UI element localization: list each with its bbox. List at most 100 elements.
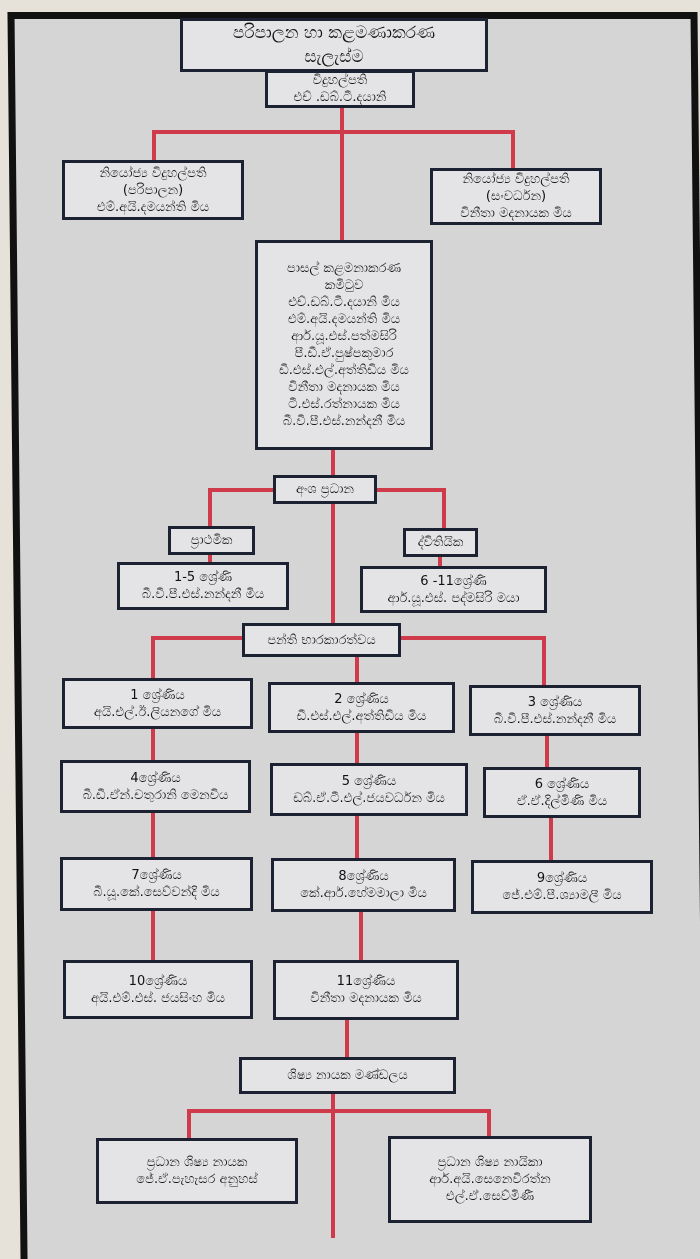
connector-line <box>340 106 344 242</box>
head-prefect-girl-box: ප්‍රධාන ශිෂ්‍ය නායිකා ආර්.අයි.සෙනෙවිරත්න එ… <box>388 1136 592 1223</box>
box-line: ඒ.ඒ.දිල්මිණි මිය <box>516 793 608 809</box>
box-line: සැලැස්ම <box>304 47 364 67</box>
box-heading: නියෝජ්‍ය විදුහල්පති <box>99 165 207 181</box>
primary-section-box: ප්‍රාථමික <box>168 526 255 555</box>
connector-line <box>487 1109 491 1138</box>
grades-6-11-box: 6 -11ශ්‍රේණිආර්.යූ.එස්. පද්මසිරි මයා <box>360 566 547 613</box>
box-heading: අංශ ප්‍රධාන <box>295 482 354 497</box>
box-heading: ප්‍රධාන ශිෂ්‍ය නායක <box>146 1155 248 1170</box>
connector-line <box>345 1017 349 1059</box>
connector-line <box>151 726 155 764</box>
box-heading: 7ශ්‍රේණිය <box>131 868 182 883</box>
grade-11-box: 11ශ්‍රේණිය විනීතා මදනායක මිය <box>273 960 459 1020</box>
connector-line <box>152 130 156 162</box>
box-heading: 2 ශ්‍රේණිය <box>334 691 389 707</box>
box-heading: 6 ශ්‍රේණිය <box>534 776 590 792</box>
connector-line <box>331 1092 335 1238</box>
deputy-principal-admin-box: නියෝජ්‍ය විදුහල්පති(පරිපාලන)එම්.අයි.දමයන… <box>62 160 244 220</box>
principal-box: විදුහල්පතිඑච් .ඩබ්.ටී.දයානි <box>265 70 415 108</box>
connector-line <box>187 1109 491 1113</box>
grade-7-box: 7ශ්‍රේණිය බී.යූ.කේ.සෙව්වන්දි මිය <box>60 857 253 911</box>
connector-line <box>542 636 546 686</box>
box-line: විනීතා මදනායක මිය <box>460 206 572 221</box>
connector-line <box>331 501 335 625</box>
box-heading: 10ශ්‍රේණිය <box>128 973 188 989</box>
box-line: පී.ඩී.ඒ.පුෂ්පකුමාර <box>294 346 394 361</box>
box-line: විනීතා මදනායක මිය <box>310 991 422 1006</box>
box-line: ඩබ්.ඒ.ටී.එල්.ජයවර්ධන මිය <box>293 790 445 806</box>
prefects-board-box: ශිෂ්‍ය නායක මණ්ඩලය <box>239 1057 456 1094</box>
head-prefect-boy-box: ප්‍රධාන ශිෂ්‍ය නායක ජේ.ඒ.පැහැසර අනුහස් <box>96 1138 298 1204</box>
box-heading: ප්‍රධාන ශිෂ්‍ය නායිකා <box>437 1155 543 1170</box>
connector-line <box>545 733 549 769</box>
box-heading: 1 ශ්‍රේණිය <box>130 687 185 703</box>
box-heading: 1-5 ශ්‍රේණි <box>173 570 233 585</box>
box-line: එල්.ඒ.සෙව්මිණී <box>445 1189 535 1204</box>
box-line: ආර්.අයි.සෙනෙවිරත්න <box>429 1172 551 1187</box>
connector-line <box>151 908 155 962</box>
box-line: ජේ.එම්.පී.ශ්‍යාමලී මිය <box>502 888 622 903</box>
connector-line <box>151 636 155 680</box>
box-heading: පන්ති භාරකාරත්වය <box>267 632 376 648</box>
box-heading: 11ශ්‍රේණිය <box>336 974 396 989</box>
box-line: ඩී.එස්.එල්.අත්තිඩිය මිය <box>279 363 409 378</box>
box-line: (සංවර්ධන) <box>485 189 547 204</box>
box-line: විනීතා මදනායක මිය <box>288 380 400 395</box>
section-heads-box: අංශ ප්‍රධාන <box>273 475 377 504</box>
box-heading: ද්විතියික <box>417 535 464 550</box>
box-line: අයි.එල්.ඊ.ලියනගේ මිය <box>93 704 222 720</box>
box-line: ආර්.යූ.එස්. පද්මසිරි මයා <box>387 590 520 606</box>
box-line: එම්.අයි.දමයන්ති මිය <box>96 199 210 215</box>
box-line: ආර්.යූ.එස්.පත්මසිරි <box>291 329 397 344</box>
connector-line <box>152 130 515 134</box>
box-line: ටී.එස්.රත්නායක මිය <box>288 397 400 412</box>
box-line: එම්.අයි.දමයන්ති මිය <box>287 312 401 327</box>
box-line: ජේ.ඒ.පැහැසර අනුහස් <box>136 1172 258 1187</box>
connector-line <box>208 488 212 528</box>
box-heading: 8ශ්‍රේණිය <box>338 869 389 884</box>
box-line: බී.යූ.කේ.සෙව්වන්දි මිය <box>93 885 220 900</box>
box-line: කමිටුව <box>324 278 364 293</box>
secondary-section-box: ද්විතියික <box>403 528 478 557</box>
box-heading: 5 ශ්‍රේණිය <box>341 773 397 789</box>
box-heading: 3 ශ්‍රේණිය <box>527 694 583 710</box>
box-line: බී.වී.පී.එස්.නන්දනී මිය <box>282 414 406 429</box>
box-heading: පරිපාලන හා කළමණාකරණ <box>232 23 436 43</box>
box-line: කේ.ආර්.හේමමාලා මිය <box>300 886 427 901</box>
connector-line <box>511 130 515 170</box>
connector-line <box>442 488 446 530</box>
box-line: බී.ඩී.ඒන්.චතුරානි මෙනවිය <box>82 787 229 803</box>
box-line: බී.වී.පී.එස්.නන්දනී මිය <box>141 587 265 602</box>
grade-8-box: 8ශ්‍රේණිය කේ.ආර්.හේමමාලා මිය <box>271 858 456 912</box>
box-line: එච් .ඩබ්.ටී.දයානි <box>293 90 387 105</box>
connector-line <box>355 731 359 765</box>
box-line: අයි.එම්.එස්. ජයසිංහ මිය <box>90 990 226 1006</box>
box-heading: 4ශ්‍රේණිය <box>130 770 181 786</box>
connector-line <box>208 552 212 564</box>
box-heading: ශිෂ්‍ය නායක මණ්ඩලය <box>287 1068 408 1083</box>
connector-line <box>549 815 553 862</box>
connector-line <box>438 554 442 568</box>
grades-1-5-box: 1-5 ශ්‍රේණි බී.වී.පී.එස්.නන්දනී මිය <box>117 562 289 610</box>
connector-line <box>355 813 359 860</box>
connector-line <box>151 810 155 860</box>
class-teachers-box: පන්ති භාරකාරත්වය <box>242 623 401 657</box>
box-heading: 9ශ්‍රේණිය <box>536 871 588 886</box>
chart-title-box: පරිපාලන හා කළමණාකරණ සැලැස්ම <box>180 18 488 72</box>
grade-9-box: 9ශ්‍රේණිය ජේ.එම්.පී.ශ්‍යාමලී මිය <box>471 860 653 914</box>
box-heading: ප්‍රාථමික <box>190 533 233 548</box>
box-heading: නියෝජ්‍ය විදුහල්පති <box>462 172 570 187</box>
box-line: ඩී.එස්.එල්.අත්තිඩිය මිය <box>296 708 427 724</box>
connector-line <box>187 1109 191 1140</box>
box-heading: පාසල් කළමනාකරණ <box>286 261 402 276</box>
connector-line <box>359 909 363 962</box>
box-heading: 6 -11ශ්‍රේණි <box>420 573 487 589</box>
